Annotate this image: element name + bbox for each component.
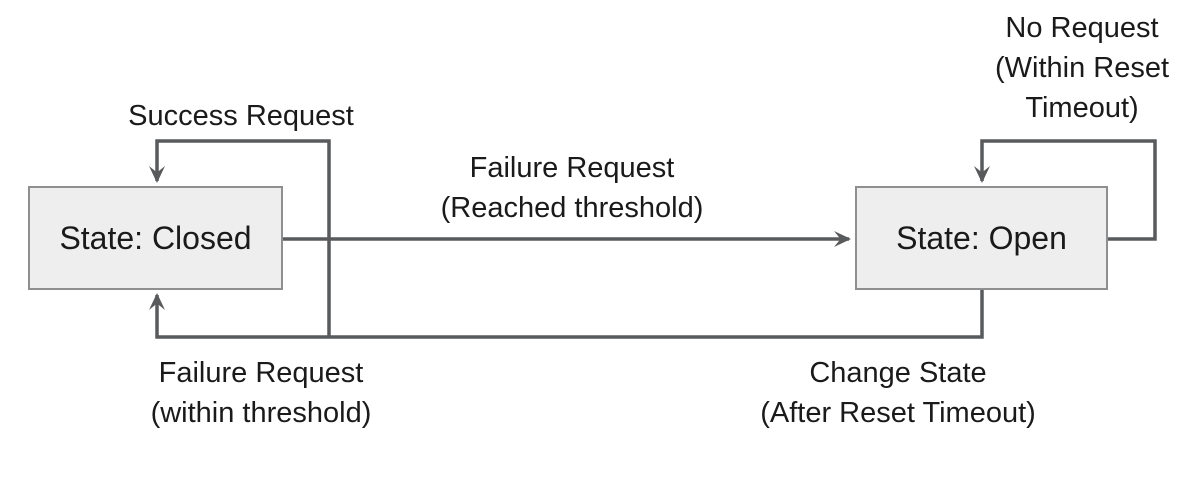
edge-label-line: Failure Request (469, 152, 675, 184)
edge-label-line: (After Reset Timeout) (760, 397, 1036, 429)
edge-label-change-state: Change State (After Reset Timeout) (748, 353, 1048, 433)
edge-label-line: Timeout) (1025, 92, 1139, 124)
edge-label-no-request: No Request (Within Reset Timeout) (932, 8, 1200, 128)
edge-label-line: No Request (1005, 12, 1159, 44)
edge-no-request-loop (974, 139, 1157, 241)
state-node-closed-label: State: Closed (59, 219, 252, 256)
edge-label-failure-within-threshold: Failure Request (within threshold) (111, 353, 411, 433)
state-node-open-label: State: Open (896, 219, 1067, 256)
edge-label-line: (Within Reset (994, 52, 1170, 84)
edge-label-line: Success Request (128, 100, 354, 132)
edge-label-line: (within threshold) (150, 397, 372, 429)
edge-label-line: Change State (809, 357, 987, 389)
edge-label-line: (Reached threshold) (440, 192, 704, 224)
edge-change-state (149, 290, 984, 339)
edge-label-failure-reached-threshold: Failure Request (Reached threshold) (422, 148, 722, 228)
edge-label-line: Failure Request (158, 357, 364, 389)
state-node-closed: State: Closed (28, 186, 283, 290)
edge-success-request-loop (149, 139, 331, 239)
state-node-open: State: Open (855, 186, 1108, 290)
edge-label-success-request: Success Request (91, 96, 391, 136)
